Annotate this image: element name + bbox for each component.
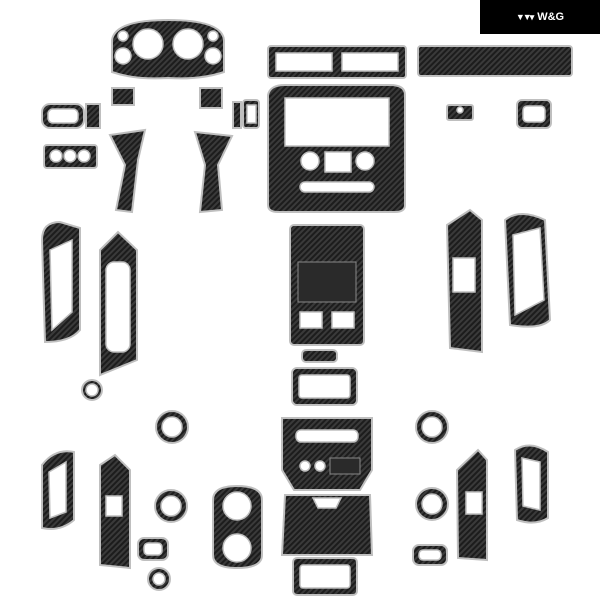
- left-front-door-panel: [40, 220, 81, 344]
- trim-piece: [301, 349, 338, 363]
- climate-knob-trim: [43, 144, 98, 169]
- trim-piece: [111, 87, 135, 106]
- right-front-switch-panel: [445, 208, 483, 354]
- small-oval-trims: [137, 537, 448, 566]
- center-console-panel: [289, 224, 365, 346]
- center-dash-bezel: [267, 84, 406, 213]
- right-rear-door-panel: [513, 444, 549, 524]
- left-leg-trim: [108, 128, 147, 214]
- right-rear-switch-panel: [455, 448, 488, 562]
- right-small-trim: [446, 104, 474, 121]
- brand-logo: ▼▼▾ W&G: [480, 0, 600, 34]
- ring-trims: [147, 410, 449, 591]
- cupholder-trim: [212, 484, 263, 570]
- left-rear-switch-panel: [99, 453, 131, 570]
- right-front-door-panel: [503, 213, 552, 328]
- small-vent-trim: [232, 99, 260, 129]
- left-rear-door-panel: [41, 450, 75, 530]
- top-dash-strip: [267, 45, 407, 79]
- bottom-trim-frame: [292, 557, 358, 596]
- shifter-panel: [281, 417, 373, 491]
- left-vent-trim: [41, 103, 101, 129]
- logo-text: W&G: [537, 11, 565, 23]
- logo-mark-icon: ▼▼▾: [515, 11, 534, 22]
- trim-piece: [199, 87, 223, 109]
- rectangular-trim-frame: [291, 367, 358, 406]
- right-leg-trim: [193, 130, 234, 214]
- right-vent-trim: [516, 99, 552, 129]
- left-front-switch-panel: [99, 230, 138, 377]
- gauge-cluster-bezel: [111, 18, 225, 80]
- lower-console-panel: [280, 494, 374, 556]
- long-dash-strip: [417, 45, 573, 77]
